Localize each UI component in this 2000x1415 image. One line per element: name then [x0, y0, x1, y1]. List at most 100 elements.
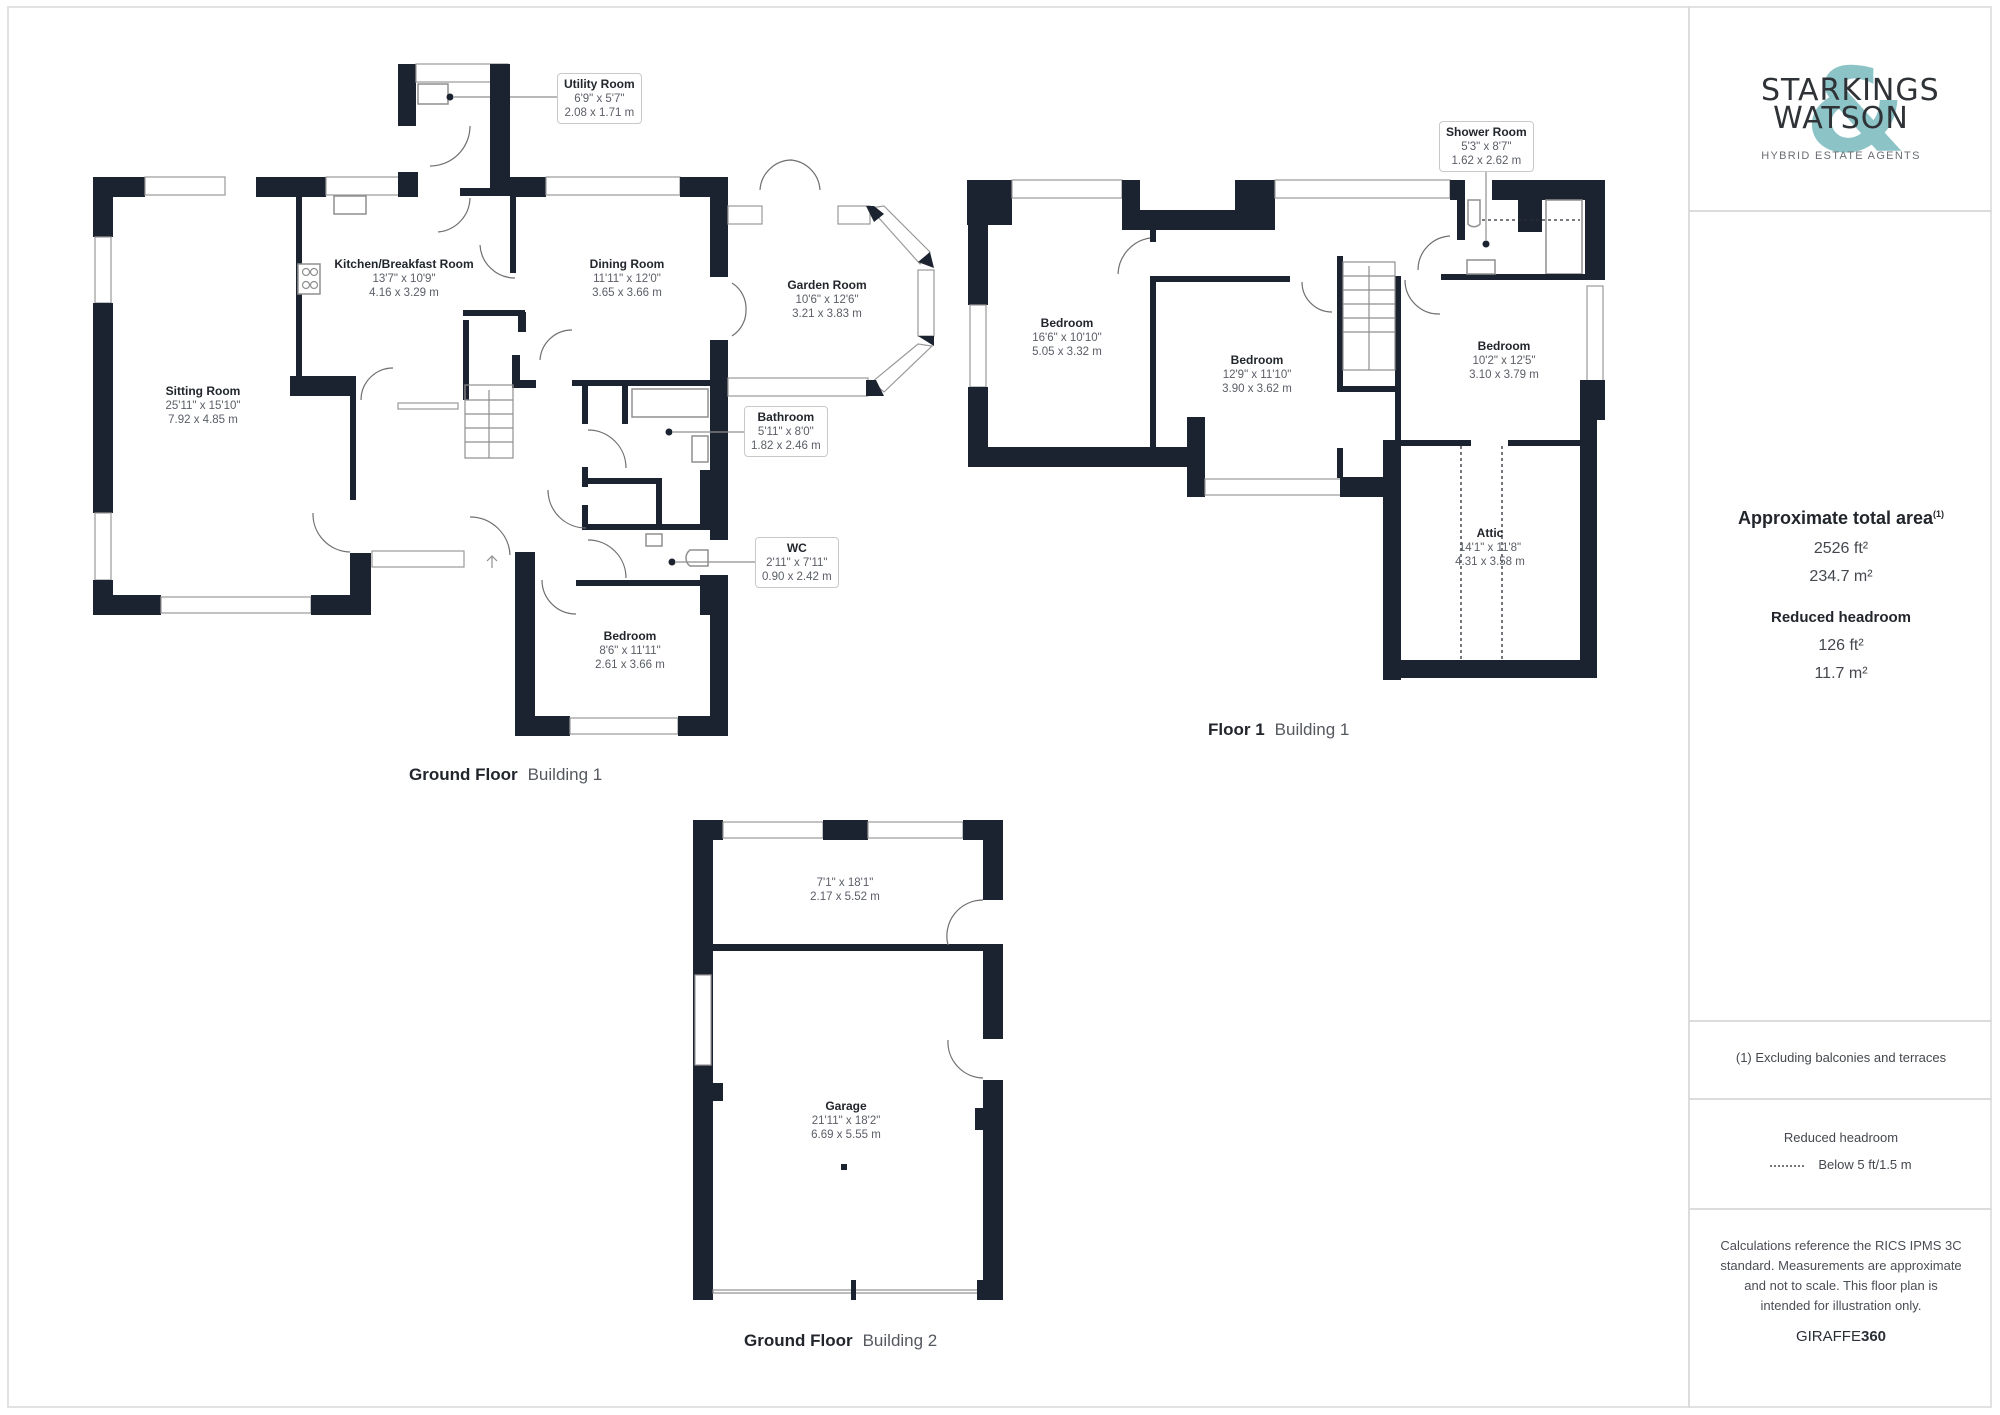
floor-name: Ground Floor — [409, 765, 518, 784]
legend-section: Reduced headroom Below 5 ft/1.5 m — [1690, 1098, 1992, 1210]
ampersand-logo-mark: & — [1805, 44, 1907, 179]
callout-utility-room: Utility Room 6'9" x 5'7" 2.08 x 1.71 m — [557, 73, 642, 124]
room-dimensions-imperial: 6'9" x 5'7" — [574, 93, 625, 105]
reduced-headroom-title: Reduced headroom — [1770, 609, 1912, 626]
logo-line-2: WATSON — [1773, 101, 1909, 136]
room-dimensions-metric: 1.62 x 2.62 m — [1451, 155, 1522, 167]
disclaimer-section: Calculations reference the RICS IPMS 3C … — [1690, 1208, 1992, 1406]
room-name: Garden Room — [787, 278, 867, 292]
footnote-section: (1) Excluding balconies and terraces — [1690, 1020, 1992, 1100]
room-name: Kitchen/Breakfast Room — [334, 257, 474, 271]
ground-floor-doors — [312, 125, 821, 615]
disclaimer-text: Calculations reference the RICS IPMS 3C … — [1720, 1238, 1962, 1313]
building-name: Building 1 — [1274, 720, 1350, 739]
room-dimensions-imperial: 5'11" x 8'0" — [757, 426, 814, 438]
room-dimensions-metric: 3.65 x 3.66 m — [592, 287, 662, 299]
room-dining-room: Dining Room 11'11" x 12'0" 3.65 x 3.66 m — [590, 257, 665, 300]
footnote-text: (1) Excluding balconies and terraces — [1735, 1050, 1947, 1065]
floor-label-ground-building2: Ground Floor Building 2 — [744, 1331, 937, 1351]
room-store: 7'1" x 18'1" 2.17 x 5.52 m — [810, 876, 880, 904]
room-name: Dining Room — [589, 257, 665, 271]
room-bedroom-floor1-left: Bedroom 16'6" x 10'10" 5.05 x 3.32 m — [1032, 316, 1102, 359]
room-dimensions-metric: 1.82 x 2.46 m — [751, 440, 821, 452]
room-name: Attic — [1476, 526, 1504, 540]
giraffe360-brand: GIRAFFE360 — [1795, 1328, 1887, 1345]
footnote-mark: (1) — [1933, 509, 1945, 519]
room-name: Garage — [825, 1099, 867, 1113]
total-area-sqm: 234.7 m² — [1809, 568, 1873, 585]
logo-line-1: STARKINGS — [1761, 73, 1940, 108]
floor1-doors-stairs-fixtures — [1117, 170, 1496, 371]
room-dimensions-metric: 7.92 x 4.85 m — [168, 414, 238, 426]
room-dimensions-metric: 3.90 x 3.62 m — [1222, 383, 1292, 395]
room-dimensions-metric: 4.31 x 3.58 m — [1455, 556, 1525, 568]
room-dimensions-metric: 2.17 x 5.52 m — [810, 891, 880, 903]
room-dimensions-metric: 6.69 x 5.55 m — [811, 1129, 881, 1141]
ground-floor-building-1-walls — [93, 63, 935, 736]
room-attic: Attic 14'1" x 11'8" 4.31 x 3.58 m — [1455, 526, 1525, 569]
floor-label-floor1-building1: Floor 1 Building 1 — [1208, 720, 1349, 740]
room-dimensions-imperial: 11'11" x 12'0" — [593, 273, 661, 285]
room-dimensions-metric: 2.08 x 1.71 m — [564, 107, 635, 119]
room-dimensions-metric: 5.05 x 3.32 m — [1032, 346, 1102, 358]
room-dimensions-imperial: 8'6" x 11'11" — [599, 645, 661, 657]
logo-section: & STARKINGS WATSON HYBRID ESTATE AGENTS — [1690, 6, 1992, 212]
room-dimensions-imperial: 21'11" x 18'2" — [811, 1115, 881, 1127]
floor-plan-area: Sitting Room 25'11" x 15'10" 7.92 x 4.85… — [93, 63, 1605, 1351]
room-name: Bedroom — [1040, 316, 1094, 330]
area-section: Approximate total area(1) 2526 ft² 234.7… — [1690, 210, 1992, 1022]
room-name: Bedroom — [1477, 339, 1531, 353]
room-kitchen: Kitchen/Breakfast Room 13'7" x 10'9" 4.1… — [334, 257, 473, 300]
room-dimensions-imperial: 10'2" x 12'5" — [1472, 355, 1536, 367]
room-dimensions-imperial: 12'9" x 11'10" — [1222, 369, 1292, 381]
floor-name: Ground Floor — [744, 1331, 853, 1350]
room-name: Utility Room — [564, 77, 635, 91]
legend-item: Below 5 ft/1.5 m — [1690, 1157, 1992, 1172]
building-name: Building 2 — [862, 1331, 938, 1350]
room-bedroom-floor1-middle: Bedroom 12'9" x 11'10" 3.90 x 3.62 m — [1222, 353, 1292, 396]
room-name: Bedroom — [1230, 353, 1284, 367]
room-garage: Garage 21'11" x 18'2" 6.69 x 5.55 m — [811, 1099, 881, 1142]
room-dimensions-imperial: 13'7" x 10'9" — [372, 273, 436, 285]
room-bedroom-floor1-right: Bedroom 10'2" x 12'5" 3.10 x 3.79 m — [1469, 339, 1539, 382]
room-garden-room: Garden Room 10'6" x 12'6" 3.21 x 3.83 m — [787, 278, 866, 321]
room-dimensions-metric: 3.21 x 3.83 m — [792, 308, 862, 320]
logo-tagline: HYBRID ESTATE AGENTS — [1761, 150, 1921, 162]
room-dimensions-imperial: 2'11" x 7'11" — [766, 557, 828, 569]
info-sidebar: & STARKINGS WATSON HYBRID ESTATE AGENTS … — [1688, 6, 1992, 1408]
callout-bathroom: Bathroom 5'11" x 8'0" 1.82 x 2.46 m — [744, 406, 828, 457]
legend-title: Reduced headroom — [1783, 1130, 1899, 1145]
total-area-sqft: 2526 ft² — [1813, 540, 1869, 557]
company-logo: & STARKINGS WATSON HYBRID ESTATE AGENTS — [1761, 54, 1940, 178]
callout-shower-room: Shower Room 5'3" x 8'7" 1.62 x 2.62 m — [1439, 121, 1534, 172]
ground-floor-fixtures — [297, 83, 755, 568]
floor-name: Floor 1 — [1208, 720, 1265, 739]
building-name: Building 1 — [527, 765, 603, 784]
room-name: Shower Room — [1446, 125, 1527, 139]
room-dimensions-imperial: 14'1" x 11'8" — [1458, 542, 1522, 554]
room-dimensions-imperial: 7'1" x 18'1" — [816, 877, 874, 889]
room-name: Sitting Room — [165, 384, 241, 398]
room-dimensions-metric: 0.90 x 2.42 m — [762, 571, 832, 583]
reduced-headroom-sqft: 126 ft² — [1818, 637, 1864, 654]
total-area-title: Approximate total area(1) — [1737, 508, 1945, 528]
room-name: Bathroom — [757, 410, 815, 424]
room-sitting-room: Sitting Room 25'11" x 15'10" 7.92 x 4.85… — [165, 384, 240, 427]
ground-floor-stairs — [371, 384, 514, 568]
room-dimensions-imperial: 16'6" x 10'10" — [1032, 332, 1102, 344]
dotted-line-icon — [1770, 1164, 1805, 1167]
room-name: WC — [786, 541, 807, 555]
room-dimensions-metric: 2.61 x 3.66 m — [595, 659, 665, 671]
floor-plan-drawing — [93, 63, 1605, 1300]
room-dimensions-imperial: 10'6" x 12'6" — [795, 294, 859, 306]
room-dimensions-imperial: 25'11" x 15'10" — [165, 400, 241, 412]
room-dimensions-metric: 4.16 x 3.29 m — [369, 287, 439, 299]
room-dimensions-metric: 3.10 x 3.79 m — [1469, 369, 1539, 381]
room-name: Bedroom — [603, 629, 657, 643]
reduced-headroom-sqm: 11.7 m² — [1814, 665, 1868, 682]
building2-walls — [693, 820, 1003, 1300]
room-dimensions-imperial: 5'3" x 8'7" — [1461, 141, 1512, 153]
floor1-walls — [967, 179, 1605, 680]
floor-label-ground-building1: Ground Floor Building 1 — [409, 765, 602, 785]
callout-wc: WC 2'11" x 7'11" 0.90 x 2.42 m — [755, 537, 839, 588]
